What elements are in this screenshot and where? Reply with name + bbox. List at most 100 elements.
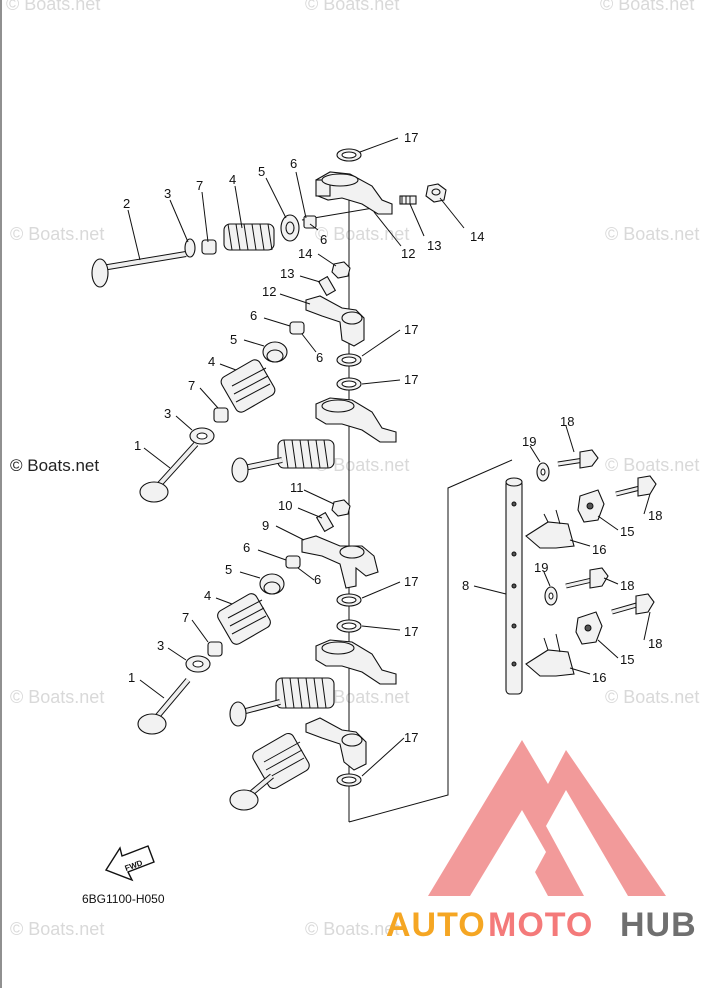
callout-6: 6 [316, 350, 323, 365]
bolt-18d [611, 593, 655, 615]
callout-13: 13 [280, 266, 294, 281]
bolt-18a [557, 449, 599, 469]
valve-spring-4c [217, 593, 271, 645]
rocker-arm-12 [305, 295, 365, 347]
washer-3b [189, 427, 215, 445]
callout-12: 12 [262, 284, 276, 299]
shim-17b [336, 353, 362, 367]
watermark: © Boats.net [600, 0, 694, 14]
valve-spring-4b [220, 359, 276, 413]
valve-2 [91, 251, 187, 288]
plate-16a [525, 509, 575, 549]
cotter-6a [303, 215, 317, 229]
shim-17f [336, 773, 362, 787]
watermark: © Boats.net [315, 687, 409, 707]
callout-4: 4 [204, 588, 211, 603]
callout-10: 10 [278, 498, 292, 513]
callout-15: 15 [620, 652, 634, 667]
callout-17: 17 [404, 730, 418, 745]
callout-18: 18 [620, 578, 634, 593]
callout-18: 18 [648, 636, 662, 651]
lock-nut-14a [425, 183, 447, 203]
valve-seal-7c [207, 641, 223, 657]
callout-17: 17 [404, 574, 418, 589]
rocker-arm-9 [301, 535, 379, 589]
lock-nut-11 [331, 499, 351, 517]
callout-6: 6 [314, 572, 321, 587]
rocker-arm-lower [315, 639, 397, 685]
watermark: © Boats.net [10, 224, 104, 244]
plate-16b [525, 633, 575, 677]
adjusting-screw-13a [399, 195, 417, 205]
callout-2: 2 [123, 196, 130, 211]
watermark: © Boats.net [315, 224, 409, 244]
logo-word-hub: HUB [620, 906, 697, 944]
callout-labels: 2 3 7 4 5 6 6 17 12 13 14 14 13 12 6 6 5… [123, 130, 662, 745]
watermark: © Boats.net [305, 919, 399, 939]
callout-6: 6 [243, 540, 250, 555]
washer-19b [544, 586, 558, 606]
callout-16: 16 [592, 542, 606, 557]
cotter-6c [285, 555, 301, 569]
shim-17c [336, 377, 362, 391]
watermark-group: © Boats.net © Boats.net © Boats.net © Bo… [6, 0, 699, 939]
rocker-arm-bottom [305, 717, 367, 771]
watermark: © Boats.net [6, 0, 100, 14]
callout-11: 11 [290, 480, 304, 495]
callout-18: 18 [560, 414, 574, 429]
valve-spring-4a [223, 223, 275, 251]
bolt-18b [615, 475, 657, 497]
rocker-arm-top [315, 171, 393, 215]
retainer-5a [280, 214, 300, 242]
valve-1b [137, 678, 191, 735]
watermark: © Boats.net [605, 224, 699, 244]
callout-3: 3 [164, 186, 171, 201]
shim-17d [336, 593, 362, 607]
logo-triangle-icon [428, 740, 666, 896]
callout-4: 4 [229, 172, 236, 187]
valve-1a [139, 441, 199, 503]
watermark-strong: © Boats.net [10, 456, 99, 475]
callout-7: 7 [196, 178, 203, 193]
callout-6: 6 [320, 232, 327, 247]
valve-spring-lower [275, 677, 335, 709]
lock-nut-14b [331, 261, 351, 279]
logo-word-auto: AUTO [386, 906, 486, 944]
callout-5: 5 [258, 164, 265, 179]
diagram-code: 6BG1100-H050 [82, 892, 165, 906]
valve-seal-7b [213, 407, 229, 423]
rocker-shaft-8 [505, 477, 523, 695]
valve-lower [229, 699, 281, 727]
bracket-15b [575, 611, 603, 645]
callout-17: 17 [404, 372, 418, 387]
valve-bottom [229, 773, 274, 811]
callout-12: 12 [401, 246, 415, 261]
callout-19: 19 [522, 434, 536, 449]
callout-3: 3 [164, 406, 171, 421]
watermark: © Boats.net [10, 919, 104, 939]
callout-18: 18 [648, 508, 662, 523]
shim-17e [336, 619, 362, 633]
callout-7: 7 [188, 378, 195, 393]
callout-5: 5 [225, 562, 232, 577]
retainer-5b [262, 341, 288, 363]
bracket-15a [577, 489, 605, 523]
watermark: © Boats.net [305, 0, 399, 14]
washer-3a [184, 238, 196, 258]
callout-14: 14 [298, 246, 312, 261]
leader-lines [127, 137, 651, 777]
valve-mid [231, 457, 283, 483]
callout-6: 6 [250, 308, 257, 323]
retainer-5c [259, 573, 285, 595]
cotter-6b [289, 321, 305, 335]
callout-17: 17 [404, 624, 418, 639]
callout-5: 5 [230, 332, 237, 347]
watermark: © Boats.net [315, 455, 409, 475]
callout-8: 8 [462, 578, 469, 593]
callout-13: 13 [427, 238, 441, 253]
washer-19a [536, 462, 550, 482]
washer-3c [185, 655, 211, 673]
callout-15: 15 [620, 524, 634, 539]
automotohub-logo: AUTO MOTO HUB [386, 740, 697, 944]
